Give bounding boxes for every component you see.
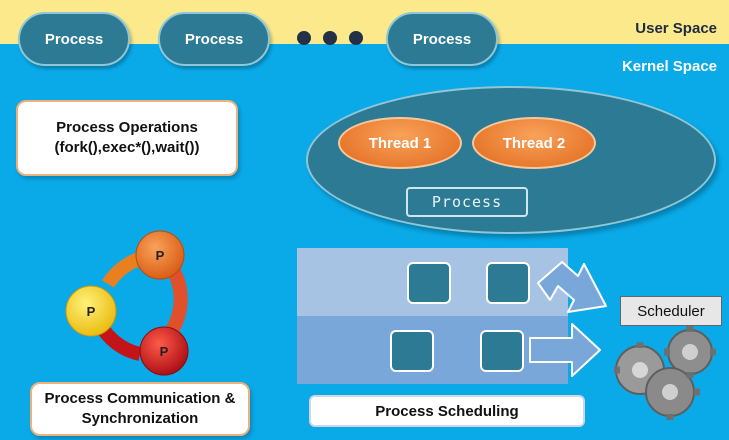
ipc-label-line1: Process Communication & [44,389,236,407]
ipc-node-yellow [65,285,117,337]
kernel-space-label: Kernel Space [621,58,717,75]
user-process-1: Process [18,12,130,66]
process-container-label: Process [406,187,528,217]
ipc-node-orange-label: P [156,248,165,263]
ipc-label-line2: Synchronization [81,410,199,427]
process-scheduling-label: Process Scheduling [309,395,585,427]
queued-process-tile [480,330,524,372]
process-operations-calls: (fork(),exec*(),wait()) [54,139,200,156]
user-process-2: Process [158,12,270,66]
user-space-label: User Space [635,20,717,37]
dot [323,31,337,45]
ipc-node-yellow-label: P [87,304,96,319]
scheduler-box: Scheduler [620,296,722,326]
user-process-3: Process [386,12,498,66]
thread-2: Thread 2 [472,117,596,169]
ellipsis-dots [297,31,363,45]
queued-process-tile [486,262,530,304]
arrow-to-scheduler-upper [537,261,607,313]
process-operations-box: Process Operations (fork(),exec*(),wait(… [16,100,238,176]
dot [297,31,311,45]
gear-icon [614,326,716,420]
queued-process-tile [407,262,451,304]
ipc-node-orange [135,230,185,280]
queued-process-tile [390,330,434,372]
ipc-node-red [139,326,189,376]
process-operations-title: Process Operations [56,118,198,136]
ipc-label-box: Process Communication & Synchronization [30,382,250,436]
arrow-to-scheduler-lower [529,323,601,377]
ipc-node-red-label: P [160,344,169,359]
dot [349,31,363,45]
thread-1: Thread 1 [338,117,462,169]
